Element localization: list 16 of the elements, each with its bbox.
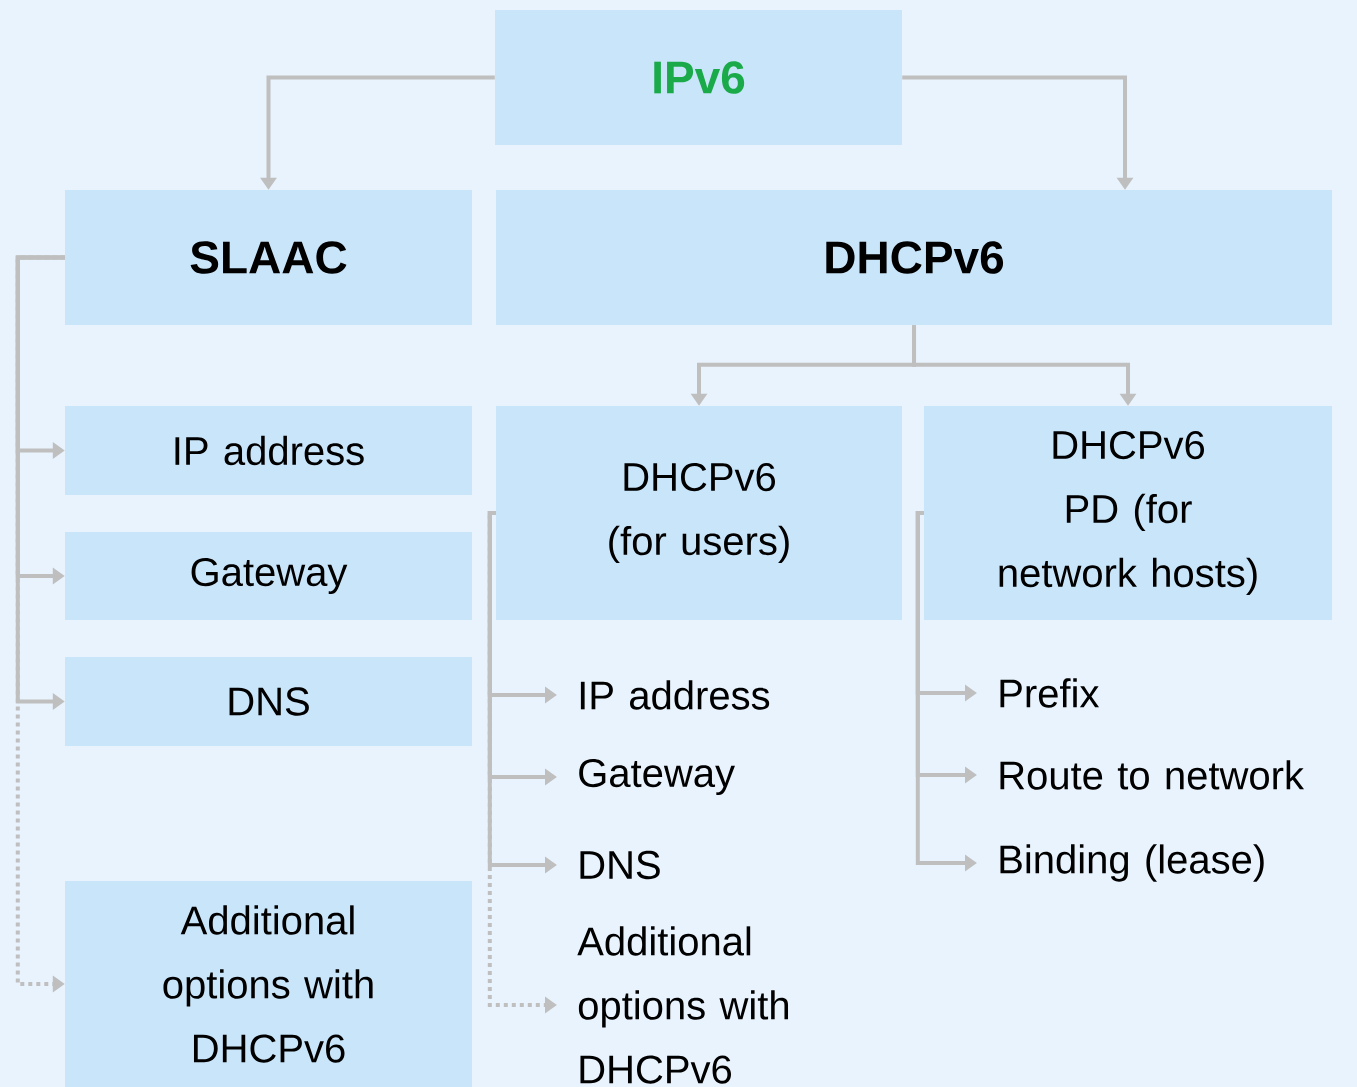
process-box: Additional options with DHCPv6	[65, 881, 472, 1087]
item-text: DNS	[580, 850, 660, 880]
process-box: DHCPv6 (for users)	[496, 406, 902, 620]
item-text: Gateway	[579, 758, 735, 796]
process-box: IP address	[65, 406, 472, 495]
item-text: IP address	[580, 680, 770, 710]
process-box: DNS	[65, 657, 472, 746]
item-text: Prefix	[1000, 678, 1100, 708]
process-box: Gateway	[65, 532, 472, 620]
heading-box: IPv6	[495, 10, 902, 145]
heading-box: DHCPv6	[496, 190, 1332, 325]
heading-box: SLAAC	[65, 190, 472, 325]
item-text: Binding (lease)	[1000, 844, 1264, 882]
item-text: Route to network	[1000, 760, 1305, 790]
item-text: Additional options with DHCPv6	[577, 926, 788, 1084]
process-box: DHCPv6 PD (for network hosts)	[924, 406, 1332, 620]
